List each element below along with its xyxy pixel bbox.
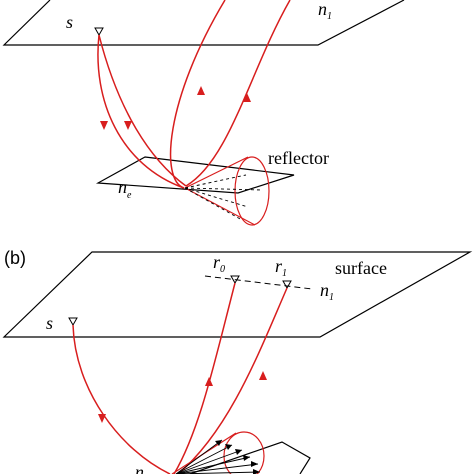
source-marker-b — [68, 317, 78, 327]
cone-dashed-lines-a — [184, 174, 263, 221]
ray-up-b-1 — [173, 282, 236, 474]
cone-edge-a-bottom — [184, 187, 256, 226]
panel-a: s n1 reflector ne — [2, 0, 405, 226]
fan-arrowheads-b — [215, 440, 260, 474]
ray-arrow-a-3 — [197, 86, 205, 95]
ray-down-a-1 — [97, 34, 185, 189]
ray-down-b — [72, 324, 171, 474]
ray-arrow-b-1 — [98, 414, 106, 423]
cone-rim-b — [223, 431, 265, 474]
fan-arrows-b — [175, 439, 261, 474]
source-marker-a — [94, 27, 104, 37]
surface-plane-a — [2, 0, 405, 46]
panel-tag-b: (b) — [4, 248, 26, 268]
cone-rim-a — [234, 156, 270, 226]
node-label-a: ne — [118, 177, 132, 201]
receiver-line-label-a: n1 — [318, 0, 332, 22]
panel-b: (b) — [2, 248, 473, 474]
receiver-line-b — [204, 275, 313, 290]
source-label-b: s — [46, 313, 53, 333]
node-label-b: n — [135, 462, 144, 474]
reflector-label: reflector — [268, 148, 329, 168]
ray-arrow-b-3 — [259, 371, 267, 380]
reflector-plane-a — [95, 156, 295, 194]
source-label-a: s — [66, 12, 73, 32]
ray-arrow-a-4 — [243, 93, 251, 102]
ray-arrow-a-1 — [100, 121, 108, 130]
ray-up-a-2 — [185, 0, 291, 187]
cone-edge-a-top — [184, 156, 249, 189]
receiver-label-r1: r1 — [275, 256, 287, 279]
ray-arrow-a-2 — [124, 121, 132, 130]
surface-plane-b — [2, 251, 473, 338]
surface-label: surface — [335, 258, 387, 278]
ray-up-b-2 — [177, 287, 288, 474]
ray-up-a-1 — [169, 0, 226, 189]
receiver-line-label-b: n1 — [320, 280, 334, 303]
ray-arrow-b-2 — [205, 377, 213, 386]
reflector-plane-b — [189, 441, 311, 474]
receiver-marker-r0 — [230, 275, 240, 285]
receiver-marker-r1 — [282, 280, 292, 290]
receiver-label-r0: r0 — [213, 252, 225, 275]
